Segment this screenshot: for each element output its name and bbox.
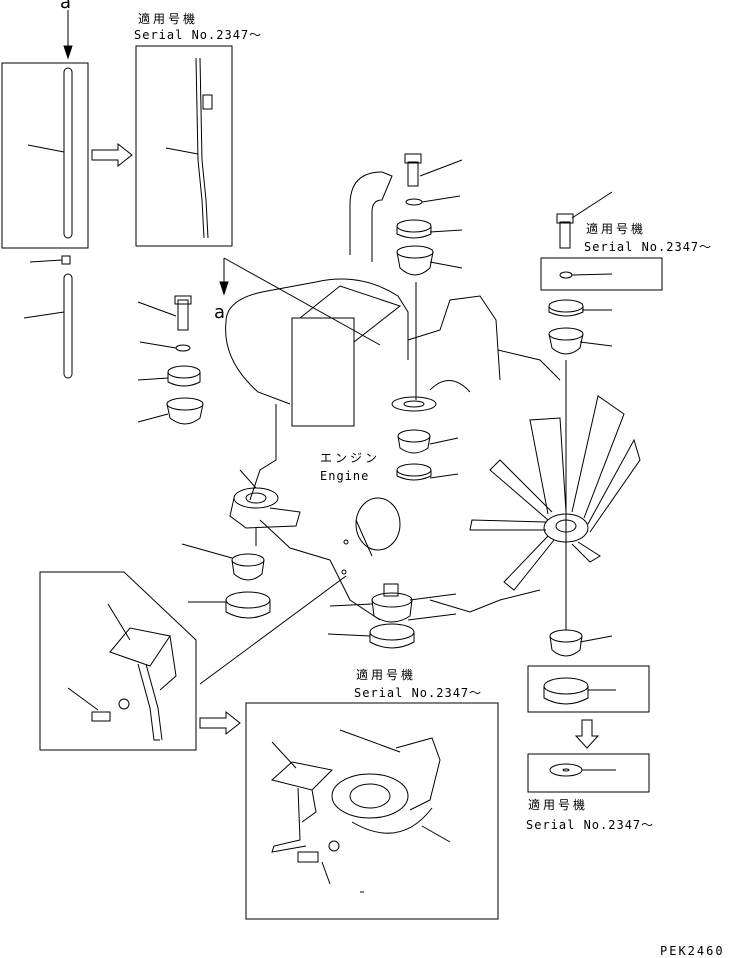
front-left-mount: [181, 469, 301, 619]
detail-box-tube-serial: [135, 45, 233, 247]
front-center-mount: [327, 583, 457, 649]
engine-label-jp: エンジン: [320, 451, 381, 465]
arrow-down: [574, 719, 600, 749]
detail-box-tube: [1, 10, 89, 249]
serial-note-1-jp: 適用号機: [138, 12, 199, 26]
right-mount-stack: [540, 191, 663, 657]
arrow-right-2: [199, 710, 241, 736]
serial-note-4-jp: 適用号機: [528, 798, 589, 812]
view-marker-a-top: a: [60, 0, 73, 13]
left-mount-stack: [137, 295, 204, 425]
serial-note-1: Serial No.2347～: [134, 28, 263, 42]
serial-note-3: Serial No.2347～: [354, 686, 483, 700]
engine-label-en: Engine: [320, 469, 370, 483]
view-marker-a-mid: a: [214, 302, 227, 323]
detail-box-washer: [527, 665, 650, 713]
detail-box-washer-serial: [527, 753, 650, 793]
loose-tube-parts: [23, 255, 73, 379]
serial-note-2: Serial No.2347～: [584, 240, 713, 254]
cooling-fan: [469, 395, 641, 600]
engine-body: [219, 171, 561, 621]
serial-note-4: Serial No.2347～: [526, 818, 655, 832]
serial-note-2-jp: 適用号機: [586, 222, 647, 236]
detail-box-bracket-serial: [245, 702, 499, 920]
detail-box-bracket: [39, 571, 347, 751]
center-mount-stack: [391, 153, 463, 481]
drawing-code: PEK2460: [660, 944, 725, 958]
serial-note-3-jp: 適用号機: [356, 668, 417, 682]
arrow-right-1: [91, 142, 133, 168]
